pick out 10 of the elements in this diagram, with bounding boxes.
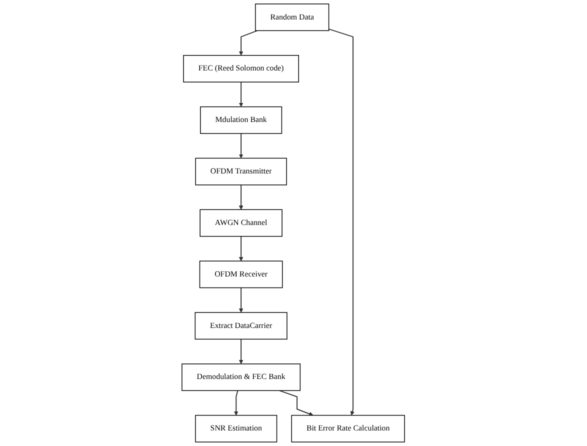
arrow [239,133,244,158]
arrow [239,338,244,364]
arrow [239,236,244,262]
arrow [328,28,355,416]
arrow [239,287,244,313]
arrow [239,30,258,56]
arrow [279,390,314,416]
arrow [239,82,244,107]
arrow [239,184,244,210]
arrow [234,390,239,416]
